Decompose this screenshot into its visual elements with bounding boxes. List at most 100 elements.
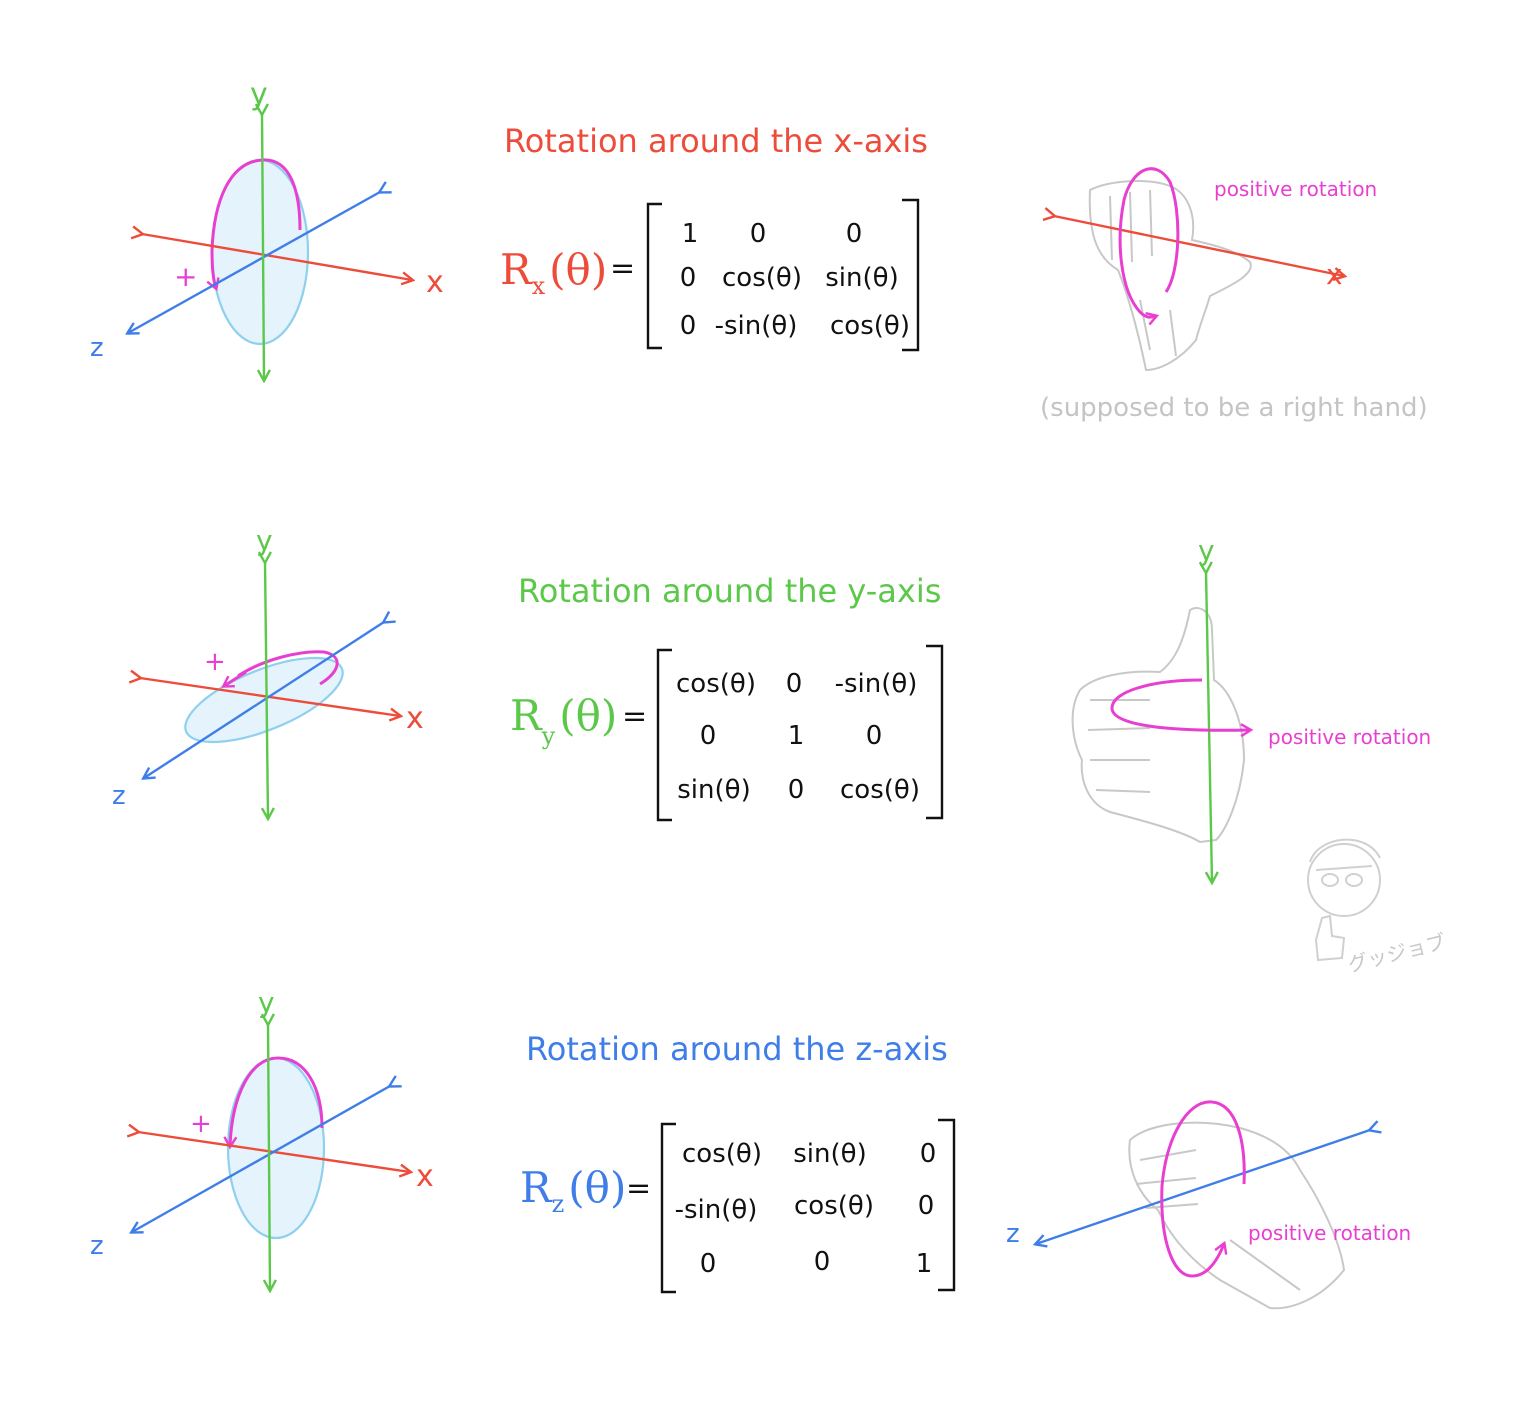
right-bracket xyxy=(902,198,920,352)
y-axis-line xyxy=(268,1024,270,1290)
section-title: Rotation around the x-axis xyxy=(504,122,928,160)
section-title: Rotation around the z-axis xyxy=(526,1030,948,1068)
matrix-cell: 0 xyxy=(786,669,803,699)
matrix-cell: 0 xyxy=(920,1139,937,1169)
x-axis-label: x xyxy=(406,701,424,736)
left-bracket xyxy=(646,202,662,350)
section-title: Rotation around the y-axis xyxy=(518,572,941,610)
matrix-cell: cos(θ) xyxy=(794,1191,874,1221)
doodle-signature: グッジョブ xyxy=(1307,838,1448,977)
symbol-base: R xyxy=(500,245,533,294)
matrix-cell: 0 xyxy=(846,219,863,249)
positive-rotation-arc xyxy=(1110,678,1250,730)
symbol-subscript: y xyxy=(541,722,556,750)
doodle-glasses xyxy=(1321,873,1364,887)
matrix-cell: 0 xyxy=(788,775,805,805)
right-hand-illustration-y: y positive rotation xyxy=(1071,534,1431,882)
matrix-cell: cos(θ) xyxy=(840,775,920,805)
rotation-symbol: Rz(θ) = xyxy=(520,1163,651,1218)
z-axis-line xyxy=(1036,1130,1370,1244)
section-y-axis: y x z + Rotation around the y-axis Ry(θ)… xyxy=(112,524,1448,977)
x-axis-label: x xyxy=(416,1159,434,1194)
symbol-base: R xyxy=(520,1163,553,1212)
matrix-cell: -sin(θ) xyxy=(715,311,798,341)
matrix-cell: sin(θ) xyxy=(677,775,750,805)
matrix-cell: cos(θ) xyxy=(722,263,802,293)
matrix-cell: -sin(θ) xyxy=(835,669,918,699)
svg-text:Rx(θ): Rx(θ) xyxy=(500,245,607,300)
z-axis-label: z xyxy=(90,1231,104,1261)
matrix-cell: 1 xyxy=(916,1249,933,1279)
svg-text:Ry(θ): Ry(θ) xyxy=(510,691,617,750)
y-axis-label: y xyxy=(1198,534,1215,567)
positive-rotation-arc xyxy=(1118,167,1180,317)
positive-rotation-label: positive rotation xyxy=(1248,1221,1411,1245)
y-axis-line xyxy=(262,114,264,380)
matrix-cell: 0 xyxy=(814,1247,831,1277)
equals-sign: = xyxy=(626,1171,651,1206)
section-x-axis: y x z + Rotation around the x-axis Rx(θ)… xyxy=(90,77,1428,423)
doodle-hair xyxy=(1309,838,1381,871)
section-z-axis: y x z + Rotation around the z-axis Rz(θ)… xyxy=(90,986,1411,1310)
symbol-base: R xyxy=(510,691,543,740)
hand-sketch xyxy=(1071,607,1246,844)
symbol-argument: (θ) xyxy=(549,245,607,294)
matrix-cell: sin(θ) xyxy=(793,1139,866,1169)
matrix-cell: cos(θ) xyxy=(830,311,910,341)
z-axis-label: z xyxy=(1006,1219,1020,1249)
positive-rotation-label: positive rotation xyxy=(1214,177,1377,201)
plus-sign: + xyxy=(204,647,226,677)
x-axis-label: x xyxy=(426,265,444,300)
rotation-matrix: 1 0 0 0 cos(θ) sin(θ) 0 -sin(θ) cos(θ) xyxy=(646,198,920,352)
y-axis-line xyxy=(265,562,268,818)
left-bracket xyxy=(660,1122,676,1294)
symbol-subscript: z xyxy=(552,1190,565,1218)
equals-sign: = xyxy=(622,699,647,734)
z-axis-label: z xyxy=(112,781,126,811)
matrix-cell: 0 xyxy=(750,219,767,249)
right-hand-illustration-z: z positive rotation xyxy=(1006,1100,1411,1310)
rotation-matrix: cos(θ) 0 -sin(θ) 0 1 0 sin(θ) 0 cos(θ) xyxy=(656,644,944,822)
hand-sketch xyxy=(1088,180,1252,372)
y-axis-label: y xyxy=(256,524,273,557)
left-bracket xyxy=(656,648,672,822)
rotation-symbol: Rx(θ) = xyxy=(500,245,635,300)
axes-diagram-z: y x z + xyxy=(90,986,434,1290)
z-axis-line xyxy=(128,192,380,333)
plus-sign: + xyxy=(174,260,197,293)
right-bracket xyxy=(938,1118,956,1292)
rotation-symbol: Ry(θ) = xyxy=(510,691,647,750)
axes-diagram-y: y x z + xyxy=(112,524,424,818)
positive-rotation-label: positive rotation xyxy=(1268,725,1431,749)
x-axis-line xyxy=(1054,216,1344,276)
plus-sign: + xyxy=(190,1109,212,1139)
axes-diagram-x: y x z + xyxy=(90,77,444,380)
x-axis-label: x xyxy=(1326,258,1343,291)
rotation-matrix: cos(θ) sin(θ) 0 -sin(θ) cos(θ) 0 0 0 1 xyxy=(660,1118,956,1294)
doodle-thumb xyxy=(1314,914,1346,962)
z-axis-line xyxy=(144,622,384,778)
matrix-cell: -sin(θ) xyxy=(675,1195,758,1225)
symbol-argument: (θ) xyxy=(559,691,617,740)
signature-text: グッジョブ xyxy=(1345,929,1448,976)
y-axis-label: y xyxy=(250,77,268,112)
hand-note: (supposed to be a right hand) xyxy=(1040,393,1428,423)
matrix-cell: 0 xyxy=(700,1249,717,1279)
y-axis-line xyxy=(1206,572,1212,882)
matrix-cell: 1 xyxy=(682,219,699,249)
matrix-cell: 1 xyxy=(788,721,805,751)
matrix-cell: 0 xyxy=(700,721,717,751)
matrix-cell: sin(θ) xyxy=(825,263,898,293)
z-axis-label: z xyxy=(90,333,104,363)
symbol-argument: (θ) xyxy=(568,1163,626,1212)
y-axis-label: y xyxy=(258,986,275,1019)
right-bracket xyxy=(926,644,944,820)
matrix-cell: 0 xyxy=(866,721,883,751)
right-hand-illustration-x: x positive rotation (supposed to be a ri… xyxy=(1040,167,1428,423)
symbol-subscript: x xyxy=(532,272,546,300)
svg-text:Rz(θ): Rz(θ) xyxy=(520,1163,626,1218)
matrix-cell: 0 xyxy=(680,311,697,341)
matrix-cell: 0 xyxy=(680,263,697,293)
matrix-cell: cos(θ) xyxy=(676,669,756,699)
